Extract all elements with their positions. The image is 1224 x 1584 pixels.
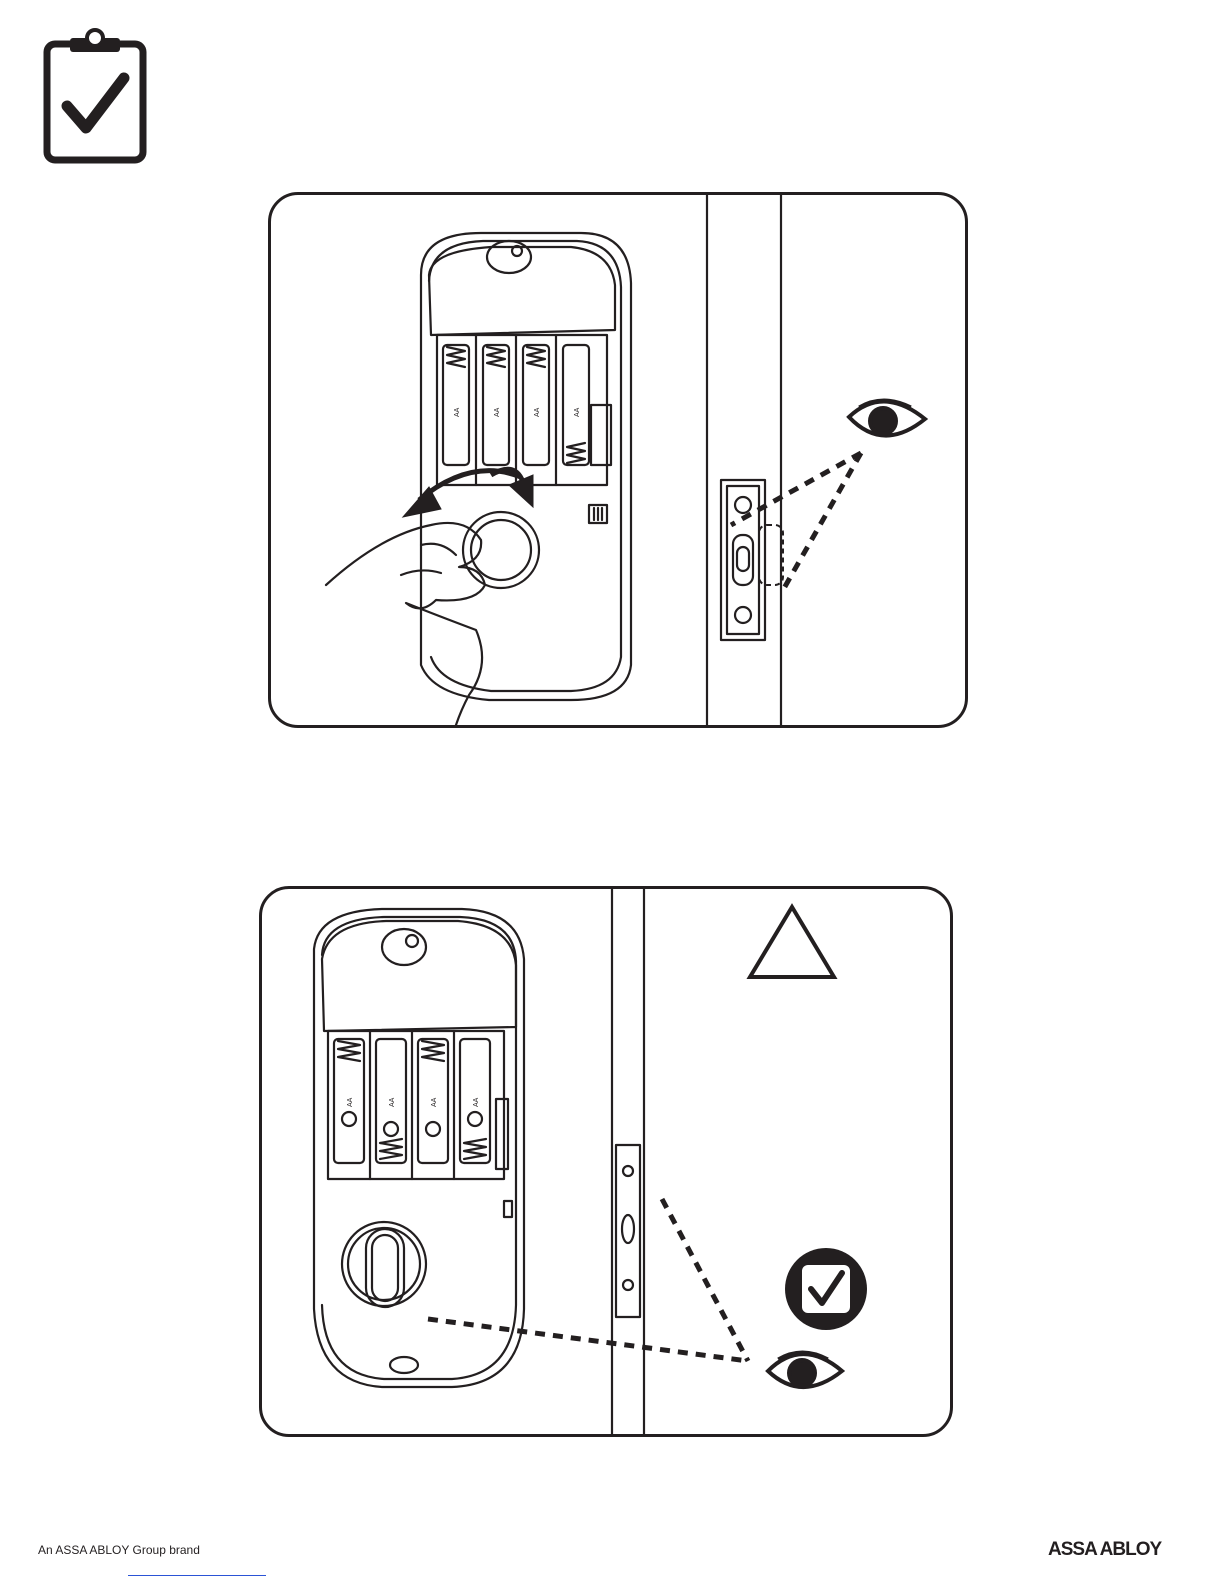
battery-label: AA	[574, 407, 581, 417]
battery-label: AA	[389, 1097, 396, 1107]
battery-label: AA	[534, 407, 541, 417]
footer-link-underline[interactable]	[128, 1575, 266, 1576]
rotate-arrows-icon	[403, 469, 533, 517]
battery-label: AA	[347, 1097, 354, 1107]
lock-illustration-2: AA AA AA AA	[262, 889, 950, 1434]
lock-illustration-1: AA AA AA AA	[271, 195, 965, 725]
battery-label: AA	[473, 1097, 480, 1107]
battery-label: AA	[431, 1097, 438, 1107]
footer-brand-text: An ASSA ABLOY Group brand	[38, 1543, 200, 1557]
clipboard-check-icon	[40, 28, 150, 164]
battery-label: AA	[494, 407, 501, 417]
assa-abloy-logo: ASSA ABLOY	[1048, 1539, 1161, 1561]
illustration-panel-turn-thumbturn: AA AA AA AA	[268, 192, 968, 728]
illustration-panel-check-bolt: AA AA AA AA	[259, 886, 953, 1437]
eye-icon	[849, 400, 925, 436]
checkbox-check-icon	[785, 1248, 867, 1330]
battery-label: AA	[454, 407, 461, 417]
warning-triangle-icon	[750, 907, 834, 977]
eye-icon	[768, 1352, 842, 1387]
